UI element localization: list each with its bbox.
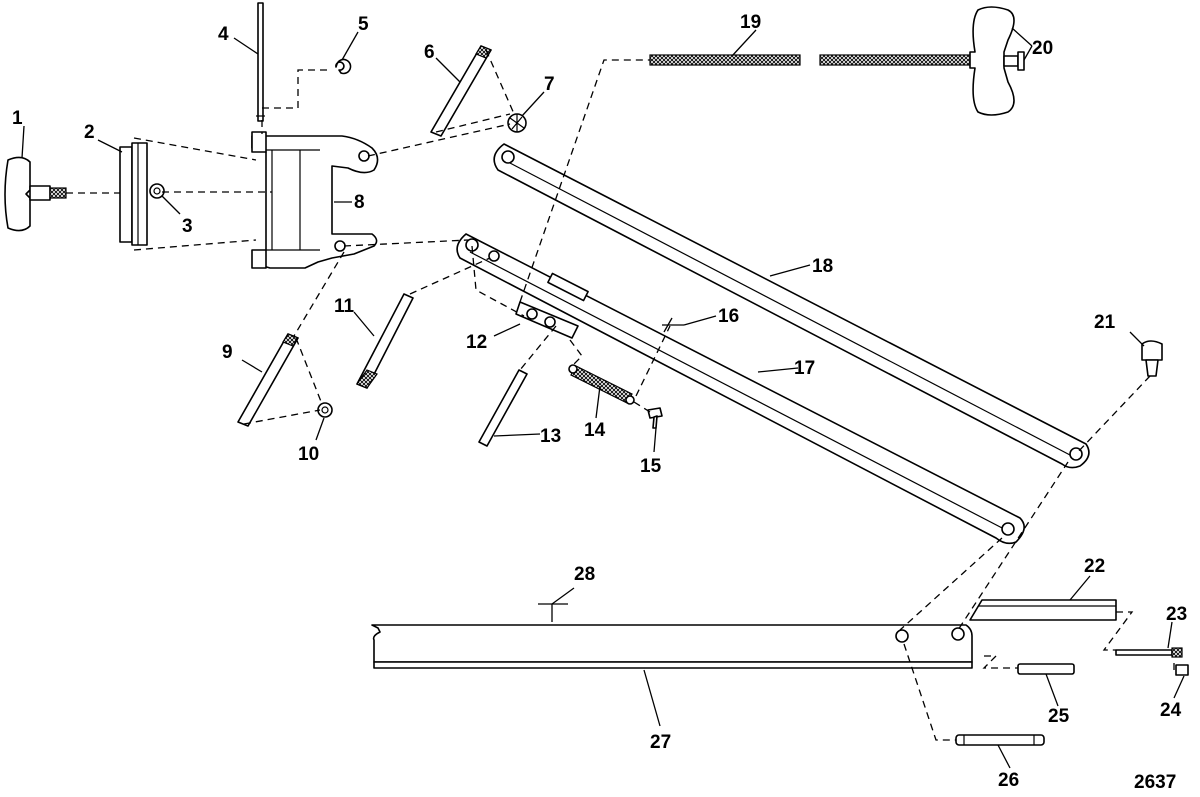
part-16-rivet	[662, 317, 684, 333]
callout-5: 5	[358, 14, 369, 35]
part-5-eclip	[335, 58, 352, 75]
leader-lines	[21, 27, 1185, 769]
part-13-pin	[478, 369, 528, 447]
callout-4: 4	[218, 24, 229, 45]
part-7-nut	[507, 113, 527, 133]
assembly-lines	[66, 49, 1175, 741]
callout-28: 28	[574, 564, 595, 585]
part-23-bolt	[1115, 647, 1183, 658]
callout-18: 18	[812, 256, 833, 277]
part-8-bracket	[251, 131, 379, 269]
callout-17: 17	[794, 358, 815, 379]
callout-7: 7	[544, 74, 555, 95]
callout-22: 22	[1084, 556, 1105, 577]
callout-8: 8	[354, 192, 365, 213]
callout-23: 23	[1166, 604, 1187, 625]
part-2-pad	[119, 142, 148, 246]
part-15-screw	[647, 407, 663, 429]
callout-20: 20	[1032, 38, 1053, 59]
part-26-clevis-pin	[955, 734, 1045, 746]
callout-26: 26	[998, 770, 1019, 791]
part-4-pin	[256, 2, 265, 122]
callout-16: 16	[718, 306, 739, 327]
part-12-link-plate	[515, 301, 579, 339]
callout-6: 6	[424, 42, 435, 63]
callout-27: 27	[650, 732, 671, 753]
callout-12: 12	[466, 332, 487, 353]
callout-13: 13	[540, 426, 561, 447]
figure-reference-number: 2637	[1134, 772, 1176, 793]
part-21-cap	[1141, 340, 1163, 377]
callout-labels: 1 2 3 4 5 6 7 8 9 10 11 12 13 14 15 16 1…	[12, 12, 1187, 793]
part-3-washer	[149, 183, 165, 199]
part-20-t-handle	[969, 6, 1025, 116]
part-18-upper-arm	[493, 143, 1090, 469]
callout-11: 11	[334, 296, 355, 317]
callout-10: 10	[298, 444, 319, 465]
part-22-bar-plate	[969, 599, 1117, 621]
part-6-pin	[430, 45, 492, 137]
part-24-nut	[1175, 664, 1189, 676]
part-1-knob	[4, 156, 67, 232]
part-10-nut	[317, 402, 333, 418]
part-17-lower-arm	[456, 233, 1025, 545]
part-25-pin	[1017, 663, 1075, 675]
part-9-pin	[237, 333, 299, 427]
callout-21: 21	[1094, 312, 1116, 333]
part-11-pin	[356, 293, 414, 389]
callout-9: 9	[222, 342, 233, 363]
callout-1: 1	[12, 108, 23, 129]
callout-2: 2	[84, 122, 95, 143]
part-19-threaded-rod	[649, 54, 971, 66]
callout-25: 25	[1048, 706, 1070, 727]
callout-15: 15	[640, 456, 662, 477]
callout-24: 24	[1160, 700, 1182, 721]
part-14-spring	[568, 364, 635, 405]
part-27-base-bar	[371, 624, 973, 669]
callout-14: 14	[584, 420, 606, 441]
callout-3: 3	[182, 216, 193, 237]
callout-19: 19	[740, 12, 761, 33]
